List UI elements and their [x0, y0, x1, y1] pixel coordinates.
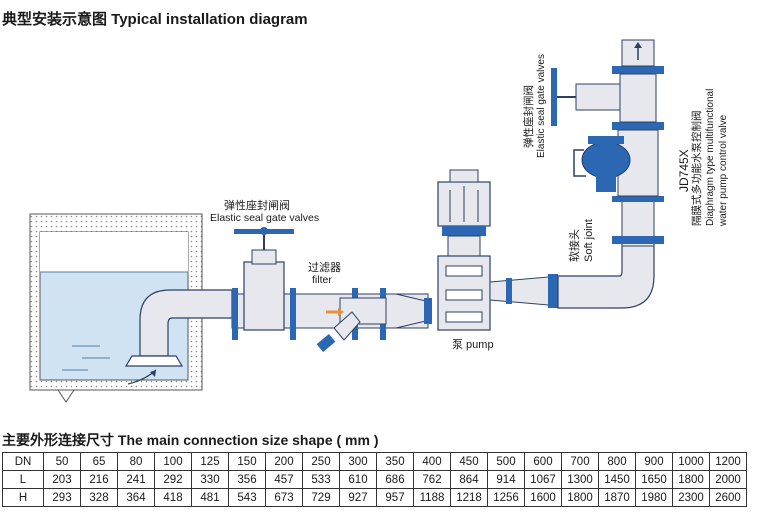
size-table-title: 主要外形连接尺寸 The main connection size shape …	[2, 432, 379, 448]
outlet-pipe	[489, 243, 655, 309]
table-cell: 125	[191, 452, 229, 471]
table-cell: 800	[598, 452, 636, 471]
table-cell: 203	[43, 470, 81, 489]
table-cell: 762	[413, 470, 451, 489]
soft-joint-label-cn: 软接头	[567, 229, 581, 262]
pump-label: 泵 pump	[452, 338, 494, 351]
control-valve	[573, 122, 664, 197]
control-valve-label-en-1: Diaphragm type multifunctional	[705, 89, 716, 226]
table-cell: 293	[43, 488, 81, 507]
control-valve-label-cn: 隔膜式多功能水泵控制阀	[690, 111, 703, 227]
filter-label-cn: 过滤器	[308, 261, 341, 274]
table-cell: 150	[228, 452, 266, 471]
table-cell: 2600	[709, 488, 747, 507]
table-cell: 957	[376, 488, 414, 507]
table-cell: 2000	[709, 470, 747, 489]
row-header: L	[2, 470, 44, 489]
table-cell: 50	[43, 452, 81, 471]
table-cell: 1256	[487, 488, 525, 507]
table-cell: 543	[228, 488, 266, 507]
table-cell: 350	[376, 452, 414, 471]
table-cell: 1870	[598, 488, 636, 507]
table-cell: 2300	[672, 488, 710, 507]
table-cell: 700	[561, 452, 599, 471]
table-cell: 80	[117, 452, 155, 471]
table-cell: 1800	[672, 470, 710, 489]
table-cell: 330	[191, 470, 229, 489]
installation-diagram: 弹性座封闸阀 Elastic seal gate valves 过滤器 filt…	[29, 39, 729, 403]
table-cell: 65	[80, 452, 118, 471]
row-header: H	[2, 488, 44, 507]
table-cell: 927	[339, 488, 377, 507]
table-cell: 328	[80, 488, 118, 507]
table-cell: 1600	[524, 488, 562, 507]
table-cell: 914	[487, 470, 525, 489]
table-cell: 250	[302, 452, 340, 471]
table-cell: 1980	[635, 488, 673, 507]
table-cell: 500	[487, 452, 525, 471]
table-cell: 1650	[635, 470, 673, 489]
gate-valve-label-en: Elastic seal gate valves	[210, 212, 319, 224]
table-cell: 241	[117, 470, 155, 489]
table-cell: 200	[265, 452, 303, 471]
table-cell: 686	[376, 470, 414, 489]
suction-pipe	[124, 289, 233, 385]
table-cell: 533	[302, 470, 340, 489]
table-cell: 481	[191, 488, 229, 507]
table-cell: 900	[635, 452, 673, 471]
gate-valve-top	[551, 66, 664, 126]
table-cell: 100	[154, 452, 192, 471]
table-cell: 1300	[561, 470, 599, 489]
top-valve-label-cn: 弹性座封闸阀	[522, 85, 535, 148]
table-cell: 1000	[672, 452, 710, 471]
gate-valve-label-cn: 弹性座封闸阀	[224, 198, 290, 212]
pump	[437, 169, 491, 331]
table-cell: 450	[450, 452, 488, 471]
table-cell: 1450	[598, 470, 636, 489]
riser-pipe	[612, 196, 664, 247]
row-header: DN	[2, 452, 44, 471]
control-valve-label-en-2: water pump control valve	[718, 114, 729, 227]
control-valve-model: JD745X	[677, 149, 691, 192]
table-cell: 864	[450, 470, 488, 489]
table-cell: 400	[413, 452, 451, 471]
table-cell: 729	[302, 488, 340, 507]
table-cell: 364	[117, 488, 155, 507]
diagram-title: 典型安装示意图 Typical installation diagram	[2, 11, 308, 28]
table-cell: 1188	[413, 488, 451, 507]
table-cell: 418	[154, 488, 192, 507]
y-strainer	[316, 288, 387, 352]
table-cell: 1218	[450, 488, 488, 507]
table-cell: 1200	[709, 452, 747, 471]
table-cell: 216	[80, 470, 118, 489]
top-valve-label-en: Elastic seal gate valves	[536, 54, 547, 158]
table-cell: 1800	[561, 488, 599, 507]
outlet-top	[621, 39, 655, 67]
filter-label-en: filter	[312, 274, 332, 286]
table-cell: 1067	[524, 470, 562, 489]
table-cell: 356	[228, 470, 266, 489]
table-cell: 610	[339, 470, 377, 489]
table-cell: 457	[265, 470, 303, 489]
inlet-joint	[424, 298, 432, 324]
table-cell: 292	[154, 470, 192, 489]
soft-joint-label-en: Soft joint	[583, 219, 595, 262]
table-cell: 300	[339, 452, 377, 471]
table-cell: 673	[265, 488, 303, 507]
gate-valve-bottom	[232, 227, 296, 340]
table-cell: 600	[524, 452, 562, 471]
